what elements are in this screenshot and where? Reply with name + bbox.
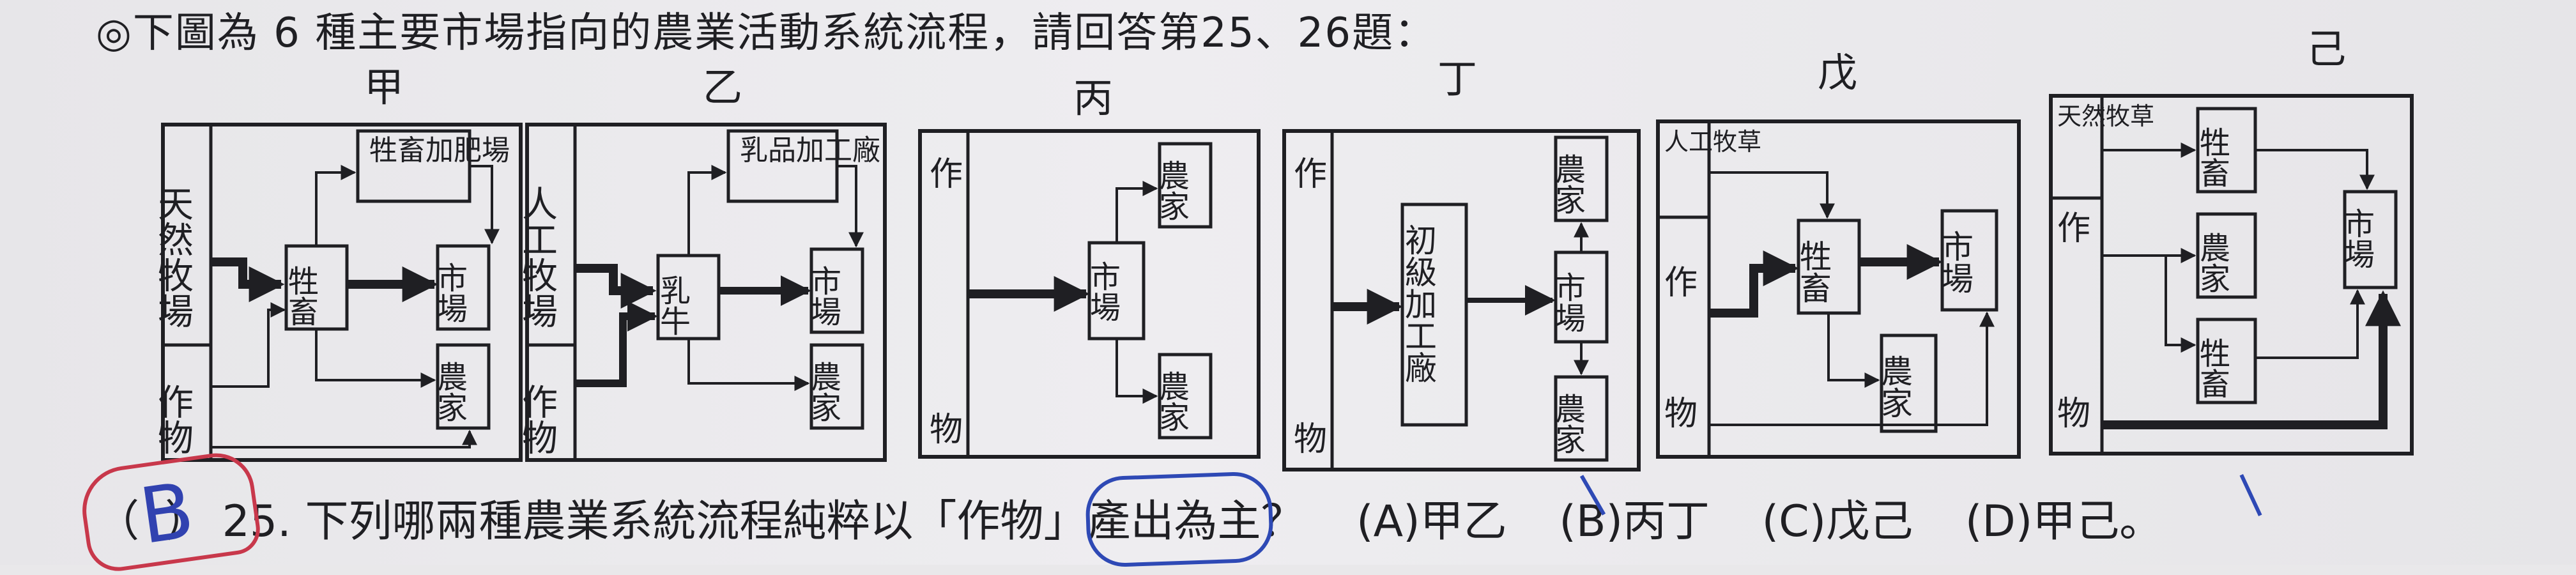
- question-number: 25.: [222, 496, 291, 547]
- system-jia-source-top: 天然牧場: [152, 185, 194, 328]
- system-wu: 戊 人工牧草 作 物 牲畜 市場 農家: [1656, 49, 2021, 459]
- system-wu-node-c: 農家: [1876, 355, 1913, 418]
- system-ji-node-a: 牲畜: [2194, 126, 2230, 188]
- choice-a: (A)甲乙: [1356, 496, 1507, 547]
- highlight-circle: [1084, 470, 1275, 569]
- system-jia: 甲 天然牧場 作物 牲畜加肥場 牲畜 市場 農家: [152, 64, 523, 462]
- question-25: （ ） 25. 下列哪兩種農業系統流程純粹以「作物」產出為主？ (A)甲乙 (B)…: [96, 486, 2163, 549]
- system-yi-node-b: 市場: [805, 265, 841, 326]
- system-ji-source-mid: 作: [2057, 210, 2090, 248]
- system-ding-node-b: 市場: [1549, 272, 1585, 333]
- choice-d: (D)甲己。: [1965, 496, 2163, 547]
- system-jia-title: 甲: [364, 64, 404, 111]
- question-highlight: 作物: [956, 496, 1044, 547]
- question-text-before: 下列哪兩種農業系統流程純粹以「: [305, 496, 957, 547]
- system-yi: 乙 人工牧場 作物 乳品加工廠 乳牛 市場 農家: [516, 64, 887, 462]
- system-bing-title: 丙: [1073, 75, 1113, 121]
- system-jia-node-b: 市場: [431, 262, 467, 323]
- choice-c: (C)戊己: [1761, 496, 1913, 547]
- system-ding-source-top: 作: [1294, 155, 1327, 194]
- system-ji: 己 天然牧草 作 物 牲畜 農家 牲畜 市場: [2049, 26, 2414, 456]
- answer-paren-right: ）: [165, 496, 209, 547]
- system-yi-node-c: 農家: [805, 361, 841, 422]
- system-ding-node-a: 初級加工廠: [1400, 224, 1437, 383]
- system-wu-source-bottom: 物: [1664, 395, 1698, 433]
- system-bing-source-bottom: 物: [930, 411, 963, 449]
- choice-b: (B)丙丁: [1559, 496, 1710, 547]
- system-jia-node-c: 農家: [431, 361, 467, 422]
- system-ji-node-b: 農家: [2194, 232, 2230, 293]
- system-wu-node-a: 牲畜: [1795, 240, 1832, 303]
- system-ding-node-c: 農家: [1549, 153, 1585, 215]
- system-yi-source-bottom: 作物: [516, 383, 558, 455]
- system-jia-top-node: 牲畜加肥場: [369, 134, 510, 167]
- system-bing-node-b: 農家: [1153, 160, 1189, 221]
- system-yi-source-top: 人工牧場: [516, 185, 558, 328]
- system-ji-source-top: 天然牧草: [2057, 102, 2154, 130]
- system-wu-source-top: 人工牧草: [1664, 128, 1761, 156]
- system-ji-title: 己: [2306, 26, 2346, 72]
- system-ding-node-d: 農家: [1549, 393, 1585, 454]
- system-jia-node-a: 牲畜: [282, 265, 318, 326]
- question-text-after: 」產出為主？: [1043, 496, 1305, 547]
- system-wu-source-mid: 作: [1664, 264, 1698, 302]
- system-ji-node-c: 牲畜: [2194, 337, 2230, 399]
- system-bing: 丙 作 物 市場 農家 農家: [918, 75, 1261, 459]
- system-ding-source-bottom: 物: [1294, 420, 1327, 459]
- system-ji-source-bottom: 物: [2057, 395, 2090, 433]
- system-ji-node-d: 市場: [2338, 208, 2374, 269]
- system-bing-node-a: 市場: [1084, 261, 1120, 322]
- system-ding-title: 丁: [1438, 56, 1477, 102]
- system-yi-top-node: 乳品加工廠: [740, 134, 880, 167]
- system-wu-title: 戊: [1818, 49, 1857, 96]
- system-bing-node-c: 農家: [1153, 371, 1189, 432]
- answer-paren-left: （: [96, 496, 140, 547]
- system-jia-source-bottom: 作物: [152, 383, 194, 455]
- system-wu-node-b: 市場: [1936, 230, 1974, 294]
- system-yi-title: 乙: [703, 64, 742, 111]
- system-ding: 丁 作 物 初級加工廠 市場 農家 農家: [1282, 56, 1641, 471]
- system-yi-node-a: 乳牛: [654, 275, 690, 336]
- system-bing-source-top: 作: [930, 155, 963, 194]
- question-header: ◎下圖為 6 種主要市場指向的農業活動系統流程，請回答第25、26題：: [96, 10, 1437, 57]
